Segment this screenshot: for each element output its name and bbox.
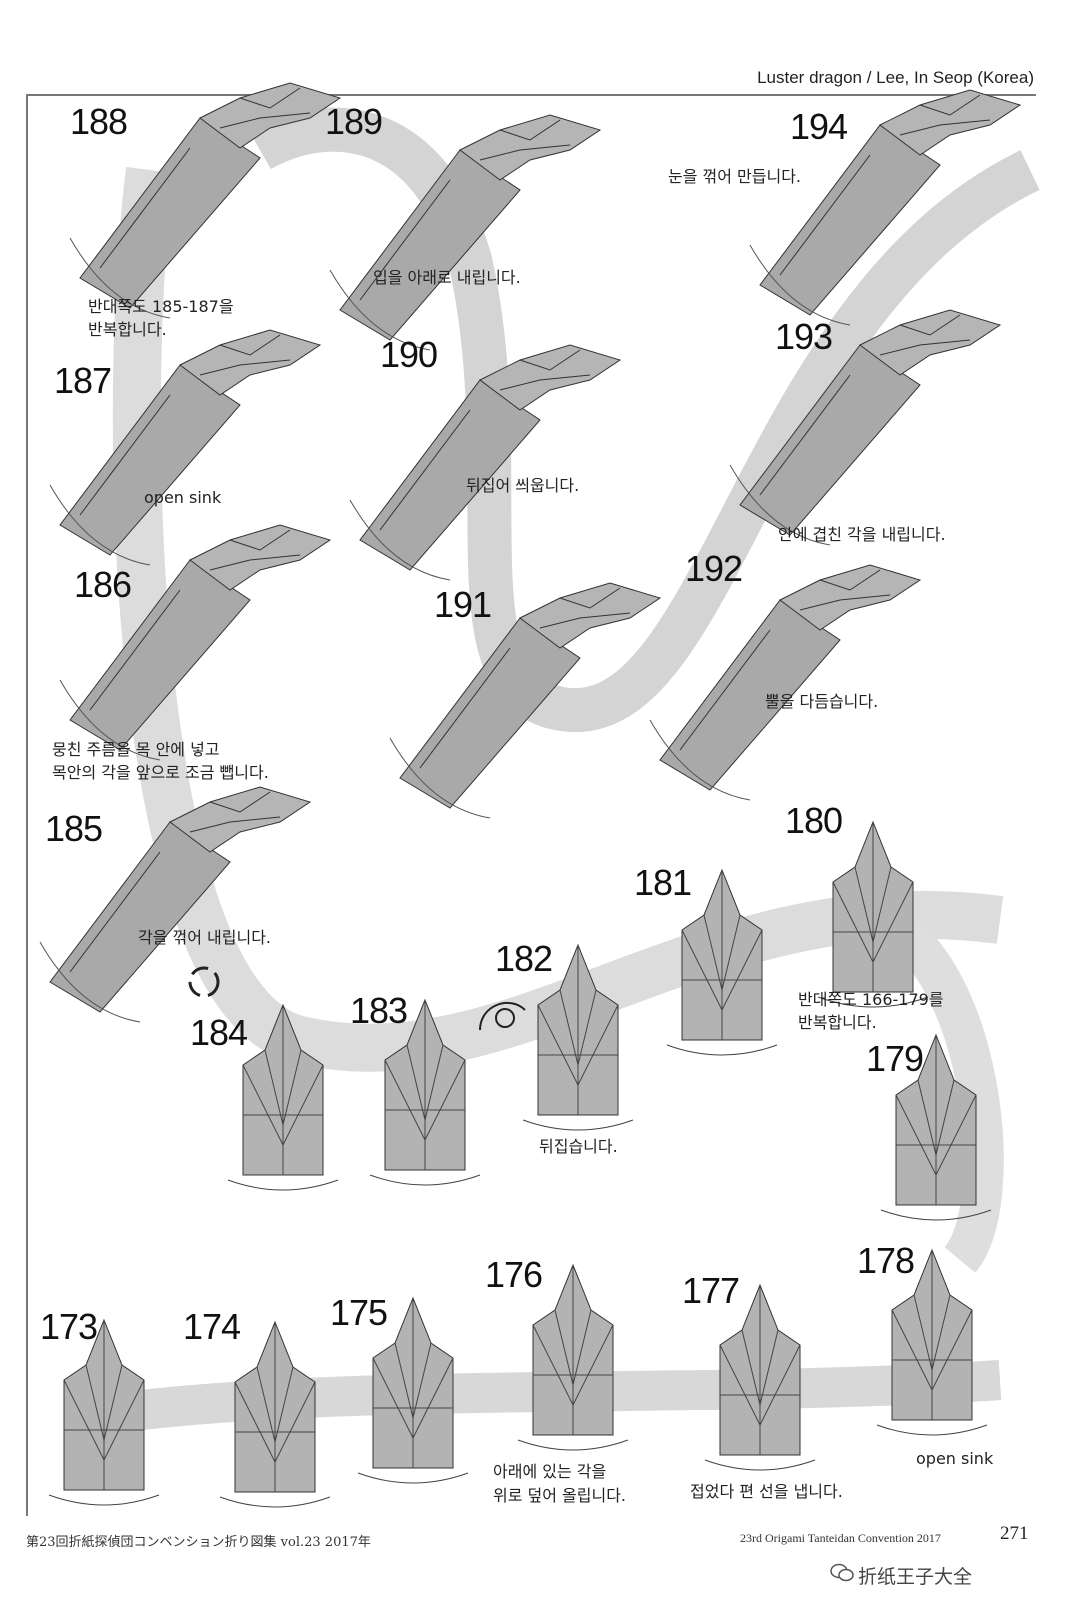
step-194-caption: 눈을 꺾어 만듭니다.: [668, 167, 802, 186]
footer-convention: 23rd Origami Tanteidan Convention 2017: [740, 1531, 941, 1545]
step-number-194: 194: [790, 106, 848, 147]
step-number-173: 173: [40, 1306, 98, 1347]
step-177-caption: 접었다 편 선을 냅니다.: [690, 1482, 843, 1501]
step-number-187: 187: [54, 360, 112, 401]
step-182-caption: 뒤집습니다.: [539, 1137, 618, 1156]
step-number-190: 190: [380, 334, 438, 375]
step-number-177: 177: [682, 1270, 740, 1311]
step-number-174: 174: [183, 1306, 241, 1347]
step-186-caption-line2: 목안의 각을 앞으로 조금 뺍니다.: [52, 763, 269, 782]
step-180-caption-line2: 반복합니다.: [798, 1013, 877, 1032]
step-186-caption-line1: 뭉친 주름을 목 안에 넣고: [52, 740, 220, 759]
step-189-caption: 입을 아래로 내립니다.: [373, 268, 521, 287]
step-number-182: 182: [495, 938, 553, 979]
step-number-178: 178: [857, 1240, 915, 1281]
step-188-note-line2: 반복합니다.: [88, 320, 167, 339]
footer-publication: 第23回折紙探偵団コンベンション折り図集 vol.23 2017年: [26, 1535, 371, 1550]
step-193-caption: 안에 겹친 각을 내립니다.: [778, 525, 946, 544]
step-180-caption-line1: 반대쪽도 166-179를: [798, 990, 944, 1009]
step-number-175: 175: [330, 1292, 388, 1333]
step-number-184: 184: [190, 1012, 248, 1053]
step-192-caption: 뿔을 다듬습니다.: [765, 692, 879, 711]
step-176-caption-line1: 아래에 있는 각을: [493, 1462, 607, 1481]
step-number-192: 192: [685, 548, 743, 589]
step-188-note-line1: 반대쪽도 185-187을: [88, 297, 234, 316]
watermark-account: 折纸王子大全: [858, 1566, 973, 1588]
step-187-caption: open sink: [144, 488, 222, 507]
step-number-180: 180: [785, 800, 843, 841]
step-number-193: 193: [775, 316, 833, 357]
page-number: 271: [1000, 1523, 1029, 1544]
step-number-189: 189: [325, 101, 383, 142]
step-number-186: 186: [74, 564, 132, 605]
step-number-179: 179: [866, 1038, 924, 1079]
wechat-icon: [830, 1563, 854, 1582]
page-frame: [26, 94, 1036, 1516]
page-header: Luster dragon / Lee, In Seop (Korea): [757, 68, 1034, 87]
step-178-caption: open sink: [916, 1449, 994, 1468]
step-number-191: 191: [434, 584, 492, 625]
step-190-caption: 뒤집어 씌웁니다.: [466, 476, 580, 495]
step-number-183: 183: [350, 990, 408, 1031]
step-number-176: 176: [485, 1254, 543, 1295]
step-176-caption-line2: 위로 덮어 올립니다.: [493, 1486, 627, 1505]
step-185-caption: 각을 꺾어 내립니다.: [138, 928, 272, 947]
step-number-181: 181: [634, 862, 692, 903]
step-number-185: 185: [45, 808, 103, 849]
step-number-188: 188: [70, 101, 128, 142]
